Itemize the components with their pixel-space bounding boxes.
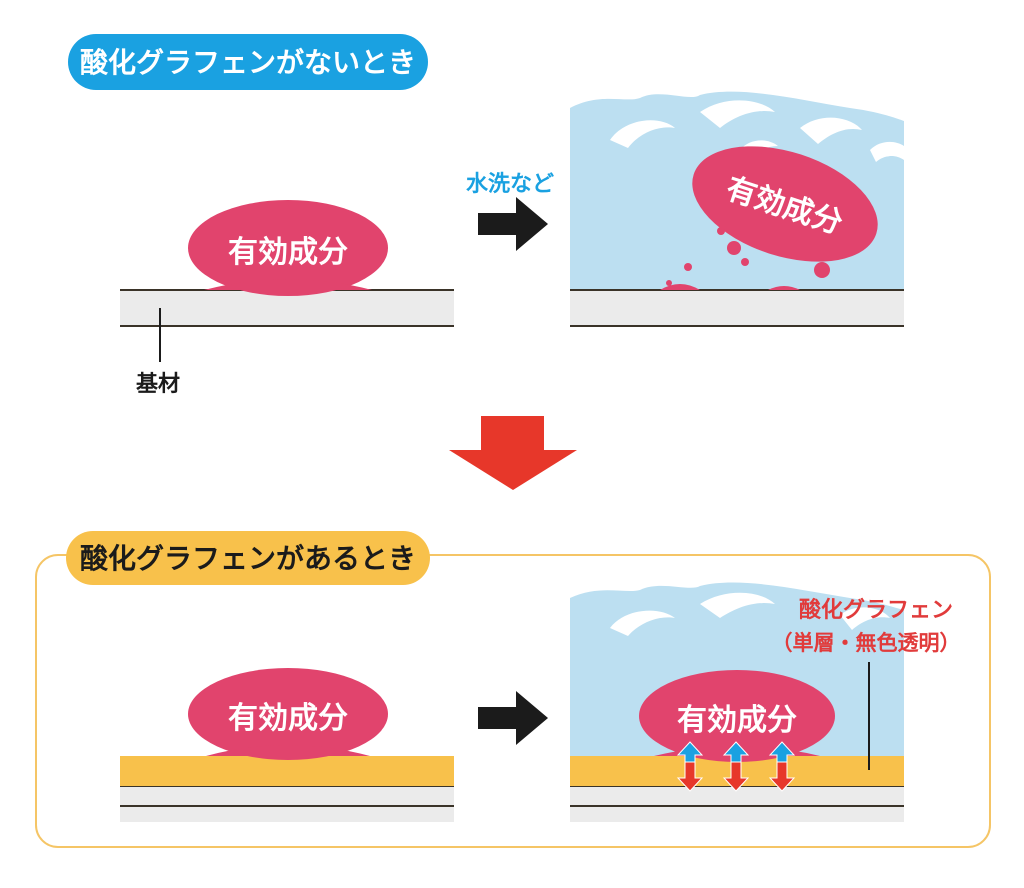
ingredient-drop-left-top: 有効成分 <box>188 200 388 296</box>
black-arrow-bottom <box>478 691 548 745</box>
bond-arrow-2 <box>722 741 750 792</box>
wash-scene-top: 有効成分 <box>570 91 904 327</box>
with-go-badge <box>66 531 430 585</box>
black-arrow-top <box>478 197 548 251</box>
bond-arrows <box>676 741 796 792</box>
with-go-section: 酸化グラフェンがあるとき 有効成分 <box>35 531 991 848</box>
ingredient-label: 有効成分 <box>228 235 348 270</box>
bond-arrow-3 <box>768 741 796 792</box>
bond-arrow-1 <box>676 741 704 792</box>
substrate-label: 基材 <box>136 372 180 397</box>
ingredient-label-bottom-left: 有効成分 <box>228 701 348 736</box>
with-go-title: 酸化グラフェンがあるとき <box>80 542 416 575</box>
protected-scene: 有効成分 酸化グラフェン （単層・無色透明） <box>570 582 961 822</box>
without-go-title: 酸化グラフェンがないとき <box>80 46 416 79</box>
go-layer-name: 酸化グラフェン <box>799 597 953 623</box>
wash-label: 水洗など <box>466 172 554 197</box>
go-layer-left <box>120 756 454 786</box>
transition-arrow-down <box>449 416 577 490</box>
ingredient-droplets <box>660 227 830 290</box>
go-layer-detail: （単層・無色透明） <box>772 631 961 655</box>
ingredient-drop-left-bottom: 有効成分 <box>188 668 388 760</box>
substrate-left-bottom <box>120 756 454 822</box>
without-go-section: 酸化グラフェンがないとき 基材 有効成分 水洗など <box>68 34 904 397</box>
with-go-frame <box>35 554 991 848</box>
without-go-badge <box>68 34 428 90</box>
ingredient-drop-floating: 有効成分 <box>692 146 878 262</box>
ingredient-label-protected: 有効成分 <box>677 703 797 738</box>
